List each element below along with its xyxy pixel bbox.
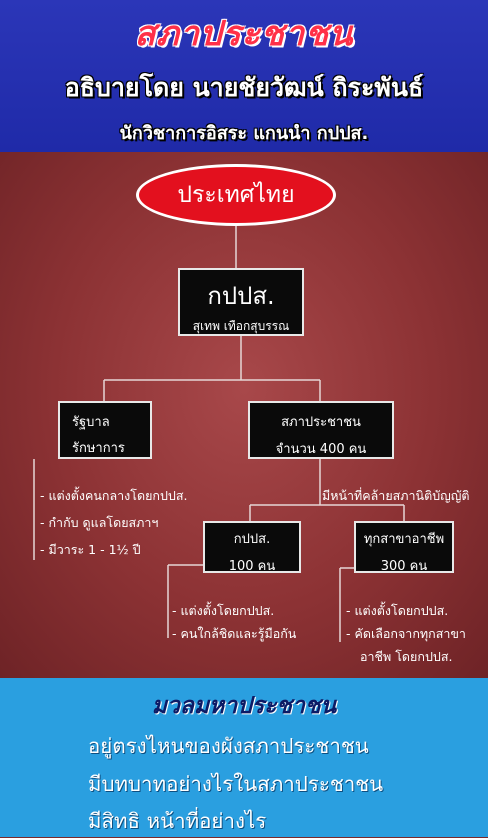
prof-note-3: อาชีพ โดยกปปส. bbox=[360, 649, 453, 664]
prof-note-1: - แต่งตั้งโดยกปปส. bbox=[346, 603, 449, 618]
main-node-box: กปปส. สุเทพ เทือกสุบรรณ bbox=[178, 268, 304, 336]
council-node-line1: สภาประชาชน bbox=[281, 415, 361, 430]
government-node-line2: รักษาการ bbox=[72, 441, 125, 456]
footer-question-2: มีบทบาทอย่างไรในสภาประชาชน bbox=[88, 772, 384, 796]
footer-question-3: มีสิทธิ หน้าที่อย่างไร bbox=[88, 809, 267, 833]
root-node-thailand: ประเทศไทย bbox=[136, 164, 336, 226]
government-note-3: - มีวาระ 1 - 1½ ปี bbox=[40, 542, 141, 557]
np-note-2: - คนใกล้ชิดและรู้มือกัน bbox=[172, 626, 297, 641]
government-node-box: รัฐบาล รักษาการ bbox=[58, 401, 152, 459]
government-note-1: - แต่งตั้งคนกลางโดยกปปส. bbox=[40, 488, 188, 503]
council-node-line2: จำนวน 400 คน bbox=[275, 442, 367, 457]
prof-note-2: - คัดเลือกจากทุกสาขา bbox=[346, 626, 466, 641]
government-node-line1: รัฐบาล bbox=[72, 415, 110, 430]
footer-title: มวลมหาประชาชน bbox=[151, 693, 337, 719]
np-node-box: กปปส. 100 คน bbox=[203, 521, 301, 574]
footer: มวลมหาประชาชน อยู่ตรงไหนของผังสภาประชาชน… bbox=[0, 678, 488, 837]
np-node-line1: กปปส. bbox=[233, 532, 271, 547]
prof-node-line1: ทุกสาขาอาชีพ bbox=[363, 532, 445, 547]
main-node-subtitle: สุเทพ เทือกสุบรรณ bbox=[192, 319, 290, 333]
page-title: สภาประชาชน bbox=[134, 14, 354, 54]
header: สภาประชาชน อธิบายโดย นายชัยวัฒน์ ถิระพัน… bbox=[0, 0, 488, 152]
np-note-1: - แต่งตั้งโดยกปปส. bbox=[172, 603, 275, 618]
main-node-title: กปปส. bbox=[207, 282, 275, 310]
np-node-line2: 100 คน bbox=[228, 559, 276, 574]
government-note-2: - กำกับ ดูแลโดยสภาฯ bbox=[40, 515, 159, 530]
prof-node-line2: 300 คน bbox=[380, 559, 428, 574]
footer-question-1: อยู่ตรงไหนของผังสภาประชาชน bbox=[88, 734, 369, 758]
council-node-box: สภาประชาชน จำนวน 400 คน bbox=[248, 401, 394, 459]
council-note: มีหน้าที่คล้ายสภานิติบัญญัติ bbox=[322, 488, 470, 503]
explained-by: อธิบายโดย นายชัยวัฒน์ ถิระพันธ์ bbox=[64, 73, 424, 102]
affiliation: นักวิชาการอิสระ แกนนำ กปปส. bbox=[119, 123, 369, 144]
prof-node-box: ทุกสาขาอาชีพ 300 คน bbox=[354, 521, 454, 574]
